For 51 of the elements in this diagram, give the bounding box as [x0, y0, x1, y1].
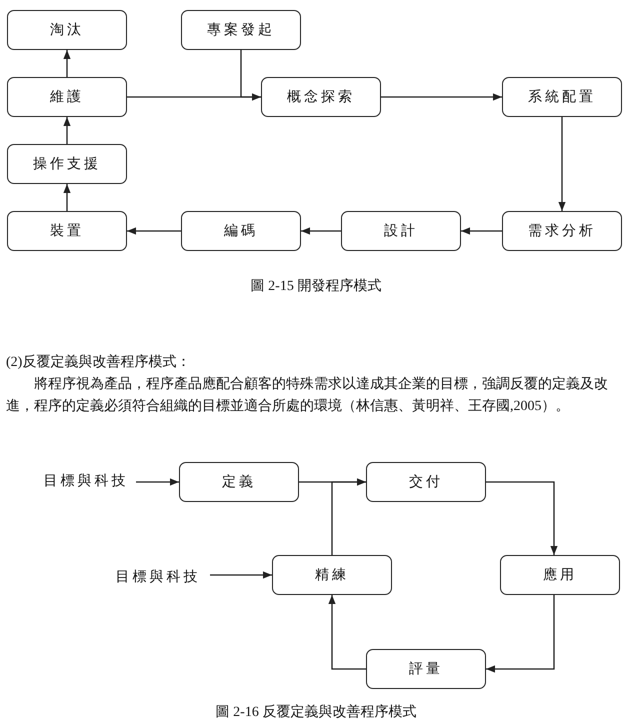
box-label: 編碼 — [224, 222, 258, 240]
arrow — [328, 595, 366, 670]
box-label: 裝置 — [50, 222, 84, 240]
arrow — [136, 478, 179, 486]
arrow — [381, 93, 502, 101]
box-label: 需求分析 — [528, 222, 596, 240]
figure-caption: 圖 2-15 開發程序模式 — [250, 277, 382, 296]
box-label: 淘汰 — [50, 22, 84, 39]
arrow — [63, 184, 71, 211]
process-box — [7, 77, 127, 117]
input-label: 目標與科技 — [116, 568, 200, 586]
process-box — [179, 462, 299, 502]
process-box — [341, 211, 461, 251]
box-label: 維護 — [50, 88, 84, 106]
figure-caption: 圖 2-16 反覆定義與改善程序模式 — [214, 703, 418, 719]
process-box — [261, 77, 381, 117]
arrow — [461, 227, 502, 235]
process-box — [500, 555, 620, 595]
arrow — [63, 50, 71, 77]
process-box — [502, 211, 622, 251]
box-label: 交付 — [409, 473, 443, 491]
process-box — [366, 649, 486, 689]
process-box — [181, 10, 301, 50]
process-box — [366, 462, 486, 502]
box-label: 應用 — [543, 566, 577, 584]
body-paragraph: 將程序視為產品，程序產品應配合顧客的特殊需求以達成其企業的目標，強調反覆的定義及改進，程序的定義必須符合組織的目標並適合所處的環境（林信惠、黃明祥、王存國,2005）。 — [6, 375, 609, 416]
box-label: 系統配置 — [528, 88, 596, 106]
process-box — [272, 555, 392, 595]
box-label: 設計 — [384, 222, 418, 240]
process-box — [7, 10, 127, 50]
box-label: 定義 — [222, 473, 256, 491]
arrow — [127, 227, 181, 235]
arrow — [127, 93, 261, 101]
section-heading: (2)反覆定義與改善程序模式： — [6, 353, 192, 372]
arrow — [210, 571, 272, 579]
input-label: 目標與科技 — [44, 472, 128, 490]
box-label: 概念探索 — [287, 88, 355, 106]
arrow — [486, 595, 555, 673]
arrow — [331, 478, 366, 555]
process-box — [181, 211, 301, 251]
box-label: 精練 — [315, 566, 349, 584]
process-box — [502, 77, 622, 117]
process-box — [7, 144, 127, 184]
arrow — [63, 117, 71, 144]
box-label: 專案發起 — [207, 21, 275, 39]
arrow — [301, 227, 341, 235]
box-label: 操作支援 — [33, 156, 101, 173]
arrow — [558, 117, 566, 211]
box-label: 評量 — [409, 660, 443, 678]
arrow — [486, 481, 558, 555]
process-box — [7, 211, 127, 251]
